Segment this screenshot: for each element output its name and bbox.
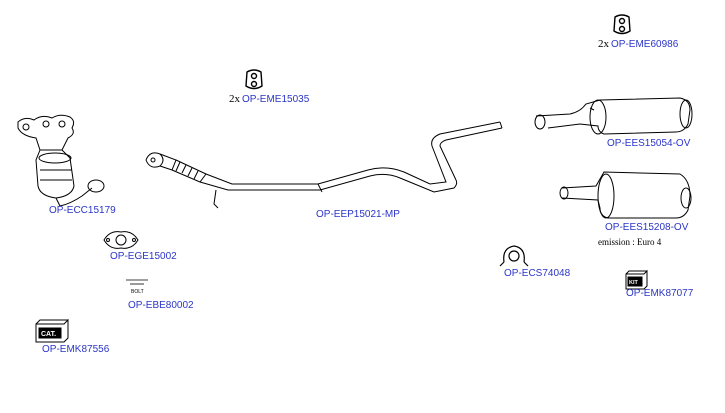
catalyst-drawing[interactable] [17,114,105,207]
link-cat-kit[interactable]: OP-EMK87556 [42,344,110,355]
link-clamp[interactable]: OP-ECS74048 [504,268,571,279]
link-rear-silencer-a[interactable]: OP-EES15054-OV [607,138,691,149]
label-cat-kit: OP-EMK87556 [42,344,109,356]
label-catalyst: OP-ECC15179 [49,205,116,217]
hanger-rear-qty: 2x [598,38,609,50]
label-rear-silencer-b: OP-EES15208-OV [605,222,688,234]
link-catalyst[interactable]: OP-ECC15179 [49,205,116,216]
link-rear-silencer-b[interactable]: OP-EES15208-OV [605,222,689,233]
link-kit[interactable]: OP-EMK87077 [626,288,694,299]
label-clamp: OP-ECS74048 [504,268,570,280]
label-rear-silencer-a: OP-EES15054-OV [607,138,690,150]
link-gasket[interactable]: OP-EGE15002 [110,251,177,262]
cat-kit-drawing[interactable]: CAT. [35,318,69,343]
label-bolt: OP-EBE80002 [128,300,194,312]
rear-silencer-b-drawing[interactable] [559,171,692,219]
link-hanger-middle[interactable]: OP-EME15035 [242,94,310,105]
link-middle-pipe[interactable]: OP-EEP15021-MP [316,209,400,220]
rear-silencer-a-drawing[interactable] [534,97,693,135]
kit-icon-text: KIT [629,280,639,286]
cat-kit-icon-text: CAT. [41,331,56,338]
label-kit: OP-EMK87077 [626,288,693,300]
link-hanger-rear[interactable]: OP-EME60986 [611,39,679,50]
bolt-drawing[interactable]: BOLT [126,279,148,295]
middle-pipe-drawing[interactable] [145,121,503,209]
emission-note: emission : Euro 4 [598,237,662,247]
link-bolt[interactable]: OP-EBE80002 [128,300,194,311]
gasket-drawing[interactable] [103,231,139,249]
hanger-middle-qty: 2x [229,93,240,105]
hanger-rear-drawing[interactable] [613,14,631,35]
label-gasket: OP-EGE15002 [110,251,177,263]
label-middle-pipe: OP-EEP15021-MP [316,209,400,221]
clamp-drawing[interactable] [499,245,529,267]
kit-drawing[interactable]: KIT [625,269,648,290]
hanger-middle-drawing[interactable] [245,69,263,90]
bolt-icon-text: BOLT [131,289,144,295]
